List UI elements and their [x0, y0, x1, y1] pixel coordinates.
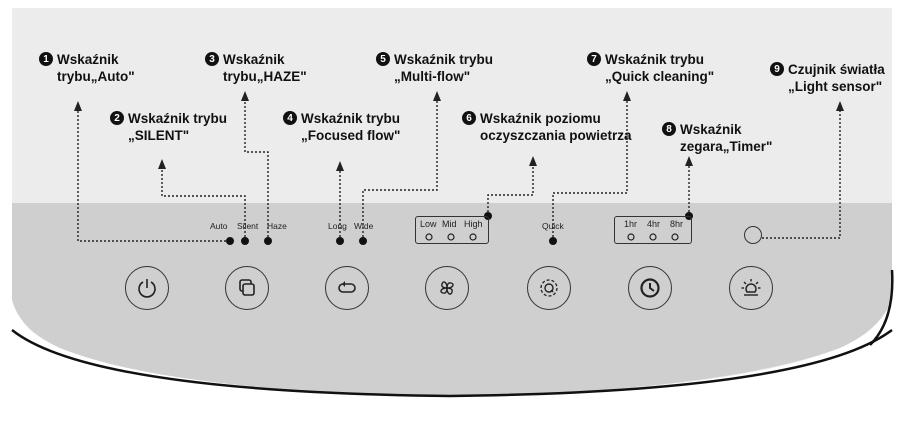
timer-button[interactable] — [628, 266, 672, 310]
callout-label: Wskaźnik trybu „Focused flow" — [301, 111, 401, 143]
callout-silent: 2 Wskaźnik trybu „SILENT" — [110, 110, 227, 144]
power-button[interactable] — [125, 266, 169, 310]
panel-edge-line — [11, 329, 893, 398]
indicator-auto — [226, 237, 234, 245]
timer-leds — [627, 233, 679, 241]
callout-auto: 1 Wskaźnik trybu„Auto" — [39, 51, 135, 85]
callout-number: 7 — [587, 52, 601, 66]
callout-number: 6 — [462, 111, 476, 125]
label-low: Low — [420, 219, 437, 229]
callout-number: 9 — [770, 62, 784, 76]
callout-multi-flow: 5 Wskaźnik trybu „Multi-flow" — [376, 51, 493, 85]
callout-label: Wskaźnik trybu „SILENT" — [128, 111, 228, 143]
indicator-haze — [264, 237, 272, 245]
callout-number: 5 — [376, 52, 390, 66]
callout-label: Wskaźnik trybu „Quick cleaning" — [605, 52, 715, 84]
quick-clean-button[interactable] — [527, 266, 571, 310]
callout-haze: 3 Wskaźnik trybu„HAZE" — [205, 51, 307, 85]
callout-quick-cleaning: 7 Wskaźnik trybu „Quick cleaning" — [587, 51, 714, 85]
fan-icon — [440, 281, 454, 295]
callout-number: 8 — [662, 122, 676, 136]
callout-number: 4 — [283, 111, 297, 125]
timer-box: 1hr 4hr 8hr — [614, 216, 692, 244]
label-quick: Quick — [542, 221, 564, 231]
indicator-silent — [241, 237, 249, 245]
label-1hr: 1hr — [624, 219, 638, 229]
swing-button[interactable] — [325, 266, 369, 310]
light-sensor — [744, 226, 762, 244]
callout-label: Wskaźnik poziomu oczyszczania powietrza — [480, 111, 632, 143]
callout-number: 1 — [39, 52, 53, 66]
label-wide: Wide — [354, 221, 374, 231]
callout-label: Wskaźnik trybu „Multi-flow" — [394, 52, 494, 84]
callout-label: Wskaźnik zegara„Timer" — [680, 122, 773, 154]
callout-timer: 8 Wskaźnik zegara„Timer" — [662, 121, 772, 155]
leader-lines — [77, 100, 841, 242]
indicator-wide — [359, 237, 367, 245]
swing-icon — [338, 281, 356, 293]
label-silent: Silent — [237, 221, 259, 231]
indicator-quick — [549, 237, 557, 245]
label-mid: Mid — [442, 219, 457, 229]
air-level-box: Low Mid High — [415, 216, 489, 244]
label-4hr: 4hr — [647, 219, 661, 229]
light-icon — [741, 279, 761, 296]
quick-clean-icon — [540, 279, 558, 297]
fan-speed-button[interactable] — [425, 266, 469, 310]
lower-edge — [12, 330, 892, 425]
callout-label: Wskaźnik trybu„HAZE" — [223, 52, 307, 84]
indicator-long — [336, 237, 344, 245]
label-high: High — [464, 219, 483, 229]
arrowheads — [74, 91, 844, 171]
callout-number: 2 — [110, 111, 124, 125]
callout-label: Wskaźnik trybu„Auto" — [57, 52, 135, 84]
mode-icon — [239, 279, 255, 296]
callout-label: Czujnik światła „Light sensor" — [788, 62, 885, 94]
level-leds — [425, 233, 477, 241]
callout-light-sensor: 9 Czujnik światła „Light sensor" — [770, 61, 885, 95]
label-auto: Auto — [210, 221, 228, 231]
label-haze: Haze — [267, 221, 287, 231]
callout-focused-flow: 4 Wskaźnik trybu „Focused flow" — [283, 110, 400, 144]
mode-button[interactable] — [225, 266, 269, 310]
label-8hr: 8hr — [670, 219, 684, 229]
clock-icon — [640, 278, 660, 298]
callout-air-level: 6 Wskaźnik poziomu oczyszczania powietrz… — [462, 110, 632, 144]
power-icon — [138, 279, 156, 298]
callout-number: 3 — [205, 52, 219, 66]
label-long: Long — [328, 221, 347, 231]
light-button[interactable] — [729, 266, 773, 310]
